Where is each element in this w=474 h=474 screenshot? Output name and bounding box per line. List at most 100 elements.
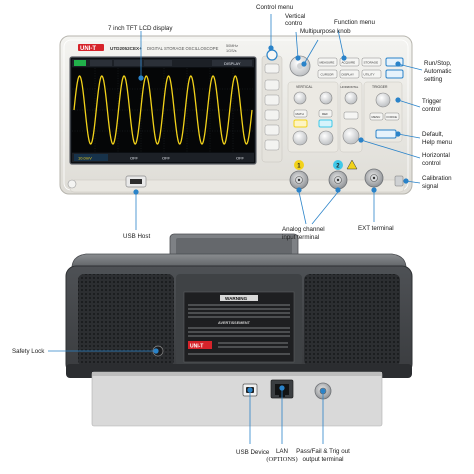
ch1-badge [294, 160, 304, 170]
ch2-badge-label: 2 [336, 164, 340, 170]
usb-host-port[interactable] [125, 175, 147, 188]
label-horizontal-2: control [422, 160, 441, 167]
storage-label: STORAGE [364, 61, 379, 65]
label-default-1: Default, [422, 131, 444, 138]
label-lcd: 7 inch TFT LCD display [108, 25, 173, 32]
label-usb-device: USB Device [236, 449, 270, 456]
vertical-section: VERTICAL MATH REF [287, 81, 339, 153]
front-panel: UNI-T UTD2052CEX+ DIGITAL STORAGE OSCILL… [59, 35, 413, 195]
utility-button[interactable] [361, 69, 382, 79]
power-button[interactable] [67, 179, 77, 189]
warning-triangle-icon [346, 159, 358, 170]
right-vent [304, 274, 400, 366]
brand-text: UNI-T [80, 46, 96, 52]
ch2-button[interactable] [318, 119, 333, 128]
label-passfail-2: output terminal [302, 456, 344, 463]
ext-bnc-terminal[interactable] [364, 168, 384, 188]
ref-button[interactable] [318, 109, 333, 118]
spec-sample-rate: 1GS/s [226, 49, 237, 53]
f1-button[interactable] [264, 79, 280, 91]
ch2-bnc-terminal[interactable] [328, 170, 348, 190]
screen-off-3: OFF [236, 156, 245, 161]
screen-ch-scale: 10.0mV [78, 156, 92, 161]
screen-display-label: DISPLAY [224, 61, 241, 66]
horizontal-position-knob[interactable] [344, 91, 358, 105]
auto-button[interactable] [385, 69, 404, 79]
label-default-2: Help menu [422, 139, 452, 146]
avertissement-title: AVERTISSEMENT [218, 321, 251, 325]
ch2-position-knob[interactable] [319, 91, 333, 105]
label-analog-1: Analog channel [282, 226, 325, 233]
label-trigger-1: Trigger [422, 98, 442, 105]
force-label: FORCE [387, 115, 398, 119]
control-menu-column [261, 49, 283, 163]
ch1-scale-knob[interactable] [292, 130, 308, 146]
screen-off-2: OFF [162, 156, 171, 161]
label-calibration-1: Calibration [422, 175, 452, 182]
label-lan-options: (OPTIONS) [266, 456, 298, 463]
measure-button[interactable] [317, 57, 338, 67]
f3-button[interactable] [264, 109, 280, 121]
horizontal-section: HORIZONTAL [339, 81, 363, 153]
label-function-menu: Function menu [334, 19, 375, 26]
label-calibration-2: signal [422, 183, 439, 190]
label-analog-2: input terminal [282, 234, 320, 241]
trigger-section: TRIGGER MENU FORCE [363, 81, 403, 143]
rear-callouts [48, 348, 326, 444]
horizontal-section-label: HORIZONTAL [341, 85, 359, 89]
label-lan: LAN [275, 448, 289, 455]
label-multipurpose-knob: Multipurpose knob [300, 28, 351, 35]
function-menu-buttons [317, 57, 382, 79]
cursor-label: CURSOR [321, 73, 335, 77]
ch2-scale-knob[interactable] [318, 130, 334, 146]
left-vent [78, 274, 174, 366]
ch1-position-knob[interactable] [293, 91, 307, 105]
measure-label: MEASURE [320, 61, 335, 65]
f5-button[interactable] [264, 139, 280, 151]
label-run-stop-3: setting [424, 76, 443, 83]
menu-button[interactable] [264, 63, 280, 74]
label-safety-lock: Safety Lock [12, 348, 45, 355]
cursor-button[interactable] [317, 69, 338, 79]
default-help-button[interactable] [375, 129, 397, 139]
rear-panel: WARNING AVERTISSEMENT UNI-T [65, 233, 413, 427]
f2-button[interactable] [264, 94, 280, 106]
label-usb-host: USB Host [123, 233, 151, 240]
menu-top-button[interactable] [266, 49, 278, 61]
timebase-knob[interactable] [342, 127, 360, 145]
storage-button[interactable] [361, 57, 382, 67]
ch1-badge-label: 1 [297, 164, 301, 170]
f4-button[interactable] [264, 124, 280, 136]
ch1-button[interactable] [293, 119, 308, 128]
label-control-menu: Control menu [256, 4, 294, 11]
trigger-menu-button[interactable] [369, 112, 384, 121]
horizontal-menu-button[interactable] [343, 111, 359, 120]
label-vertical-control-2: contro [285, 20, 303, 27]
display-label: DISPLAY [342, 73, 354, 77]
display-button[interactable] [339, 69, 360, 79]
label-passfail-1: Pass/Fail & Trig out [296, 448, 350, 455]
ch1-bnc-terminal[interactable] [289, 170, 309, 190]
front-callouts [133, 14, 423, 230]
label-ext-terminal: EXT terminal [358, 225, 394, 232]
trigger-menu-label: MENU [372, 115, 381, 119]
label-horizontal-1: Horizontal [422, 152, 450, 159]
force-button[interactable] [384, 112, 400, 121]
ref-label: REF [322, 112, 328, 116]
math-button[interactable] [293, 109, 308, 118]
label-run-stop-2: Automatic [424, 68, 452, 75]
brand-logo [78, 44, 104, 51]
rear-brand: UNI-T [190, 344, 203, 350]
subtitle-text: DIGITAL STORAGE OSCILLOSCOPE [147, 46, 219, 51]
label-trigger-2: control [422, 106, 441, 113]
label-run-stop-1: Run/Stop, [424, 60, 452, 67]
lcd-screen: DISPLAY 10.0mV OFF OFF OFF [69, 56, 257, 165]
ch2-badge [333, 160, 343, 170]
vertical-section-label: VERTICAL [296, 85, 313, 89]
model-text: UTD2052CEX+ [110, 46, 142, 51]
warning-label [183, 291, 295, 363]
spec-bandwidth: 50MHz [226, 44, 238, 48]
trigger-level-knob[interactable] [375, 92, 391, 108]
math-label: MATH [296, 112, 304, 116]
